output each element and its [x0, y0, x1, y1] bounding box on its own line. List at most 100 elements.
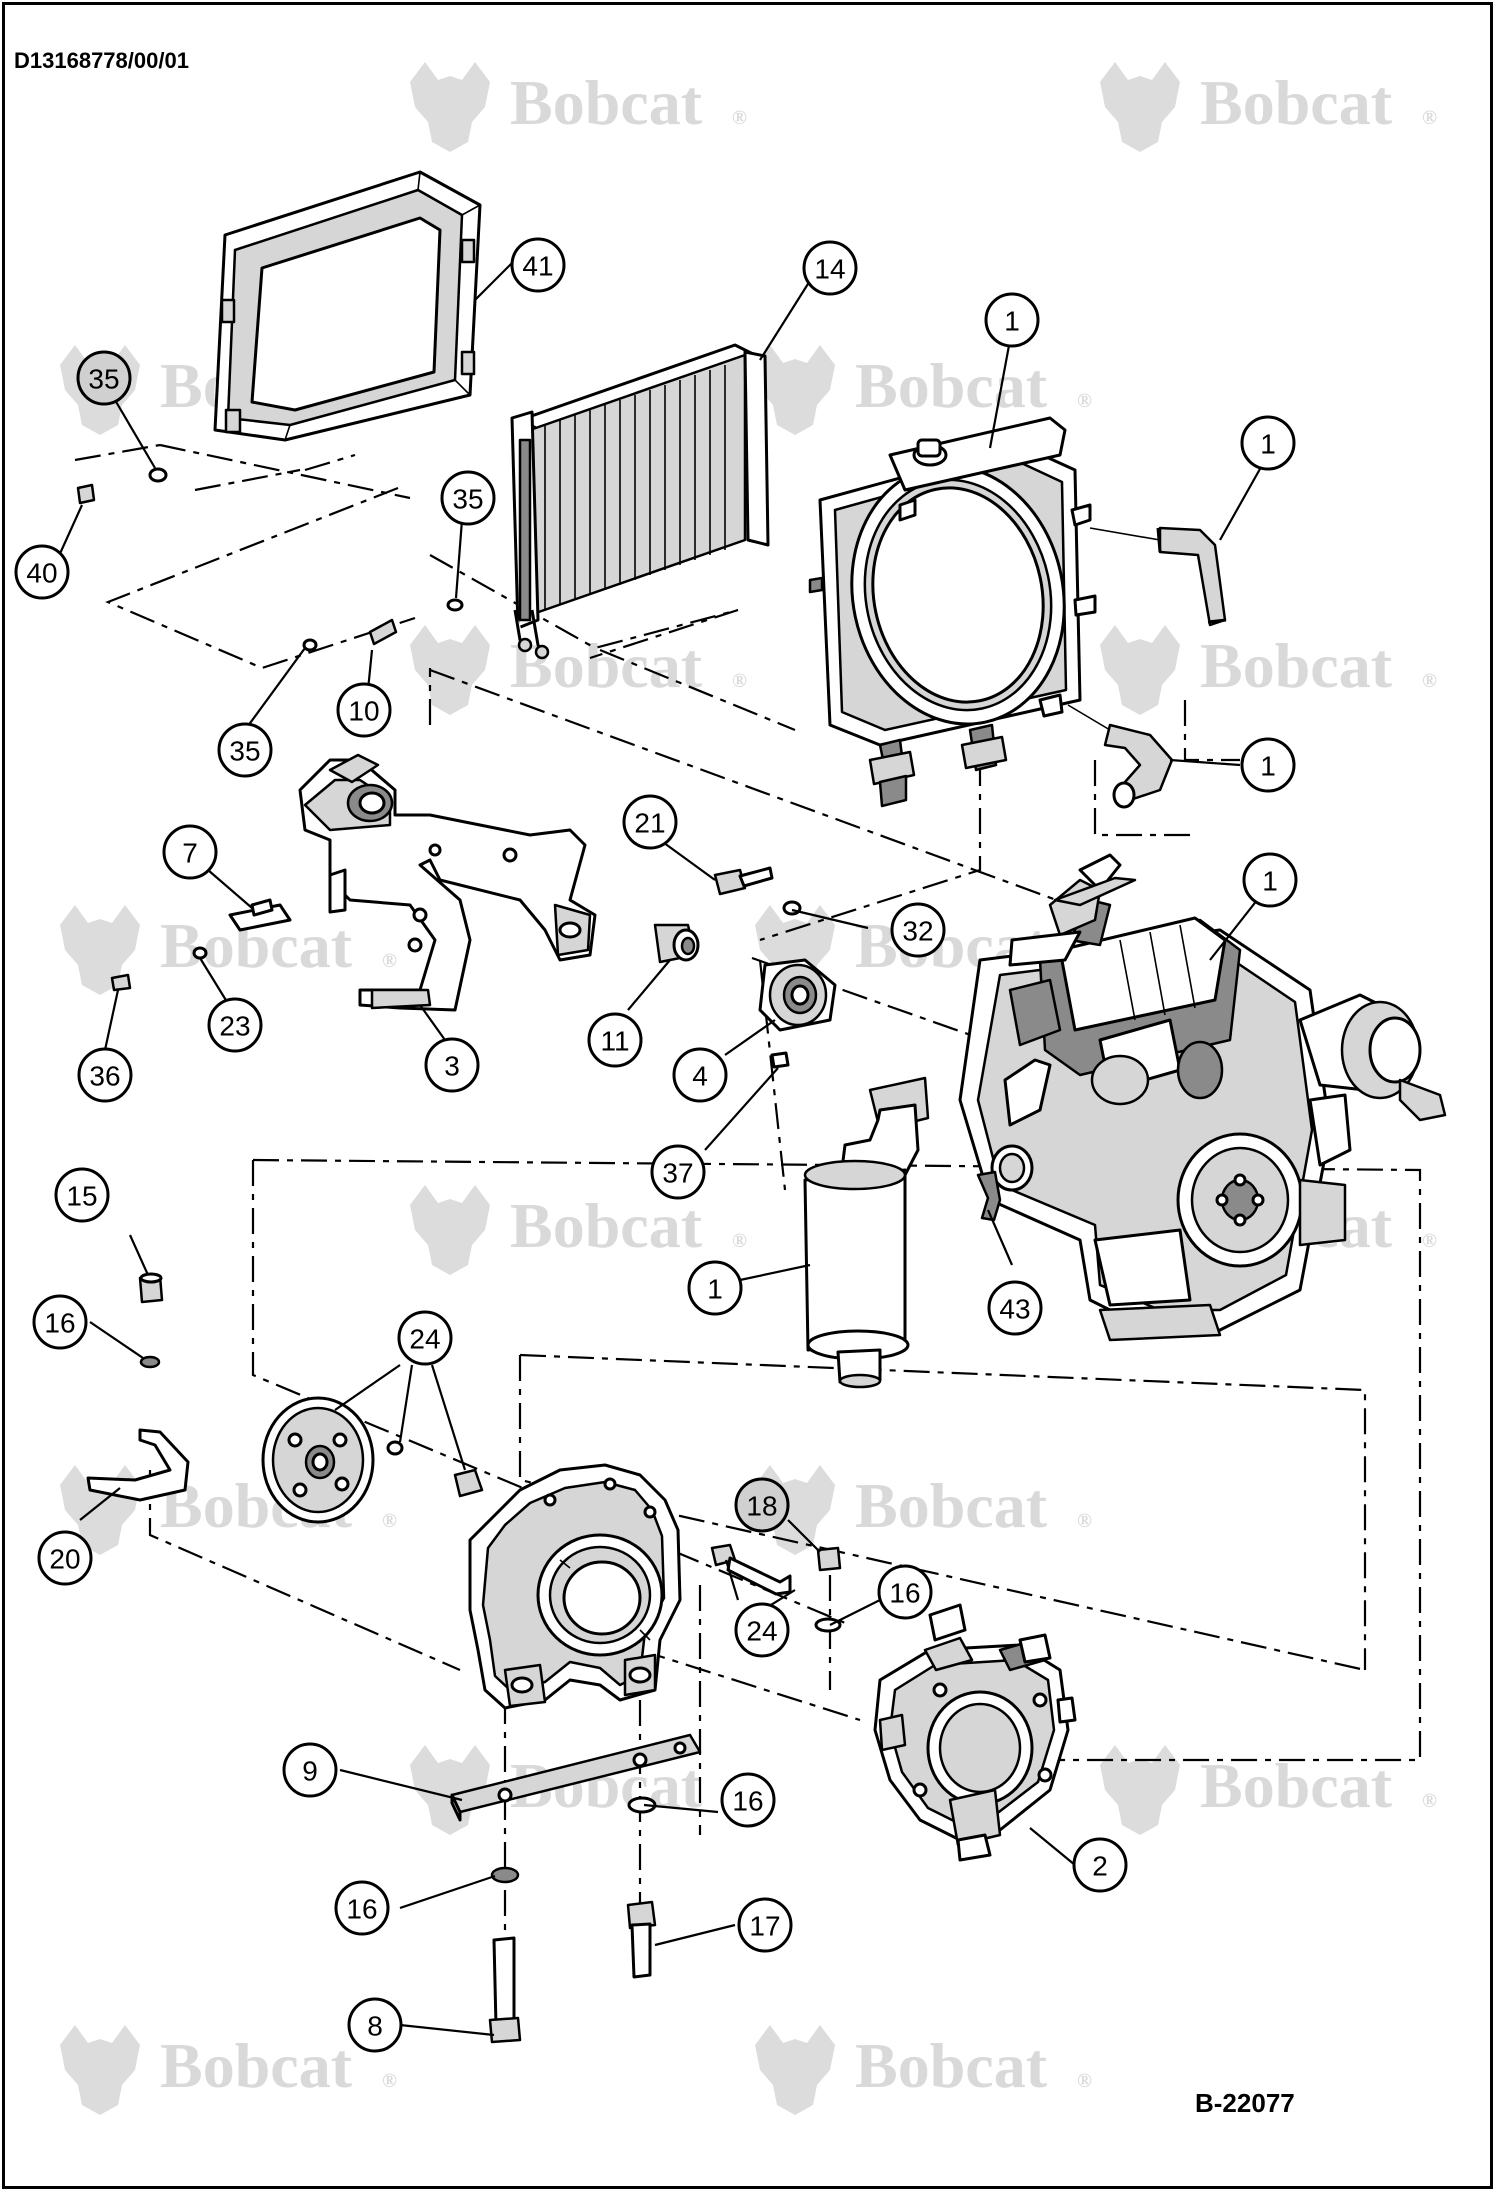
callout-circle — [32, 1294, 88, 1350]
callout-circle — [650, 1144, 706, 1200]
callout-number: 17 — [749, 1911, 780, 1942]
watermark-registered-mark: ® — [1422, 1790, 1437, 1812]
callout-41: 41 — [510, 237, 566, 293]
watermark-text: Bobcat — [855, 1470, 1048, 1541]
watermark-text: Bobcat — [510, 1190, 703, 1261]
callout-number: 4 — [692, 1061, 708, 1092]
bobcat-logo-icon — [1100, 625, 1180, 715]
document-number: D13168778/00/01 — [14, 48, 189, 73]
engine-part-1 — [958, 853, 1447, 1342]
fasteners — [76, 467, 842, 2044]
callout-40: 40 — [14, 544, 70, 600]
callout-circle — [162, 824, 218, 880]
callout-24-b: 24 — [734, 1602, 790, 1658]
watermark-registered-mark: ® — [382, 2070, 397, 2092]
watermark: Bobcat® — [410, 1185, 747, 1275]
callout-17: 17 — [737, 1897, 793, 1953]
callout-circle — [440, 470, 496, 526]
callout-circle — [734, 1477, 790, 1533]
callout-number: 10 — [348, 696, 379, 727]
watermark: Bobcat® — [1100, 625, 1437, 715]
callout-number: 14 — [814, 254, 845, 285]
callout-circle — [37, 1530, 93, 1586]
callout-circle — [54, 1167, 110, 1223]
callout-14: 14 — [802, 240, 858, 296]
callout-35-a: 35 — [76, 350, 132, 406]
callout-circle — [737, 1897, 793, 1953]
callout-number: 23 — [219, 1011, 250, 1042]
hydraulic-pump-part-2 — [873, 1603, 1077, 1862]
bobcat-logo-icon — [1100, 62, 1180, 152]
strap-part-20 — [86, 1428, 190, 1502]
callout-number: 24 — [409, 1324, 440, 1355]
callout-35-b: 35 — [440, 470, 496, 526]
callout-36: 36 — [77, 1047, 133, 1103]
watermark: Bobcat ® — [1100, 1745, 1437, 1835]
callout-1-hose-upper: 1 — [1240, 415, 1296, 471]
bearing-flange-part-4 — [758, 958, 837, 1032]
callout-number: 35 — [452, 484, 483, 515]
callout-circle — [510, 237, 566, 293]
callout-circle — [1240, 415, 1296, 471]
callout-18: 18 — [734, 1477, 790, 1533]
callout-43: 43 — [987, 1280, 1043, 1336]
callout-number: 21 — [634, 808, 665, 839]
radiator-part-1 — [808, 416, 1097, 808]
callout-number: 1 — [1004, 306, 1020, 337]
callout-37: 37 — [650, 1144, 706, 1200]
callout-circle — [587, 1012, 643, 1068]
muffler-part-1 — [803, 1076, 930, 1389]
watermark-registered-mark: ® — [1422, 670, 1437, 692]
callout-circle — [877, 1564, 933, 1620]
callout-circle — [987, 1280, 1043, 1336]
watermark: Bobcat® — [1100, 62, 1437, 152]
bobcat-logo-icon — [60, 2025, 140, 2115]
bobcat-logo-icon — [60, 905, 140, 995]
watermark-registered-mark: ® — [1077, 2070, 1092, 2092]
watermark-text: Bobcat — [510, 67, 703, 138]
callout-number: 1 — [1260, 429, 1276, 460]
callout-circle — [622, 794, 678, 850]
bobcat-logo-icon — [410, 1185, 490, 1275]
callout-number: 36 — [89, 1061, 120, 1092]
callout-circle — [77, 1047, 133, 1103]
callout-number: 41 — [522, 251, 553, 282]
callout-circle — [334, 1880, 390, 1936]
bobcat-logo-icon — [755, 345, 835, 435]
watermark-registered-mark: ® — [1422, 1230, 1437, 1252]
callout-number: 16 — [732, 1786, 763, 1817]
adapter-housing — [468, 1463, 682, 1710]
callout-circle — [734, 1602, 790, 1658]
callout-number: 15 — [66, 1181, 97, 1212]
callout-4: 4 — [672, 1047, 728, 1103]
watermark-text: Bobcat — [510, 630, 703, 701]
callout-circle — [984, 292, 1040, 348]
watermark-text: Bobcat — [1200, 1750, 1393, 1821]
upper-hose-part-1 — [1089, 526, 1227, 627]
callout-number: 35 — [88, 364, 119, 395]
callout-circle — [890, 902, 946, 958]
callout-circle — [672, 1047, 728, 1103]
watermark-registered-mark: ® — [382, 1510, 397, 1532]
callout-16-c: 16 — [720, 1772, 776, 1828]
callout-number: 11 — [600, 1026, 629, 1057]
callout-9: 9 — [282, 1742, 338, 1798]
watermark: Bobcat® — [60, 905, 397, 995]
watermark-registered-mark: ® — [1077, 390, 1092, 412]
callout-number: 2 — [1092, 1851, 1108, 1882]
callout-35-c: 35 — [217, 722, 273, 778]
callout-1-radiator: 1 — [984, 292, 1040, 348]
clip-part-7 — [228, 898, 292, 932]
callout-number: 3 — [444, 1051, 460, 1082]
callout-circle — [687, 1260, 743, 1316]
callout-11: 11 — [587, 1012, 643, 1068]
watermark-registered-mark: ® — [1077, 1510, 1092, 1532]
watermark: Bobcat® — [60, 2025, 397, 2115]
callout-number: 40 — [26, 558, 57, 589]
bobcat-logo-icon — [410, 625, 490, 715]
callout-24-a: 24 — [397, 1310, 453, 1366]
callout-number: 20 — [49, 1544, 80, 1575]
callout-circle — [1072, 1837, 1128, 1893]
assembly-lines — [74, 443, 1422, 1960]
